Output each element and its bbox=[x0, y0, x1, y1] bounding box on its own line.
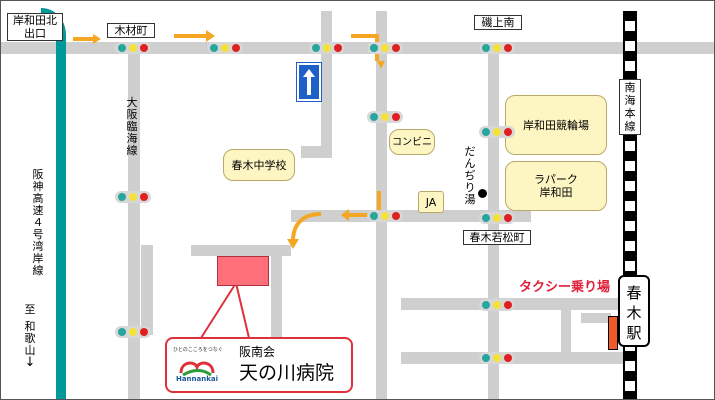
osaka-rinkai-line-label: 大阪臨海線 bbox=[126, 96, 138, 157]
callout-line bbox=[200, 280, 250, 339]
road-bottom-east-west bbox=[401, 352, 631, 364]
traffic-signal-icon bbox=[479, 126, 515, 138]
road-south-east-west bbox=[401, 298, 631, 310]
traffic-signal-icon bbox=[367, 210, 403, 222]
road-school-side bbox=[301, 146, 332, 158]
hospital-building bbox=[217, 256, 269, 286]
exit-label-line1: 岸和田北 bbox=[13, 14, 57, 27]
traffic-signal-icon bbox=[115, 191, 151, 203]
hospital-callout: ひとのこころをつなぐ Hannankai 阪南会 天の川病院 bbox=[165, 337, 353, 393]
isogami-minami-label: 磯上南 bbox=[474, 15, 522, 30]
kishiwada-kita-exit-label: 岸和田北 出口 bbox=[7, 13, 63, 41]
hospital-org-label: 阪南会 bbox=[239, 345, 276, 359]
hanshin-expressway-road bbox=[56, 36, 66, 399]
lapark-line1: ラパーク bbox=[534, 173, 578, 186]
ja-building: JA bbox=[418, 191, 444, 213]
haruki-junior-high: 春木中学校 bbox=[223, 149, 295, 181]
logo-tagline: ひとのこころをつなぐ bbox=[173, 347, 223, 353]
road-station-side bbox=[561, 301, 571, 356]
route-arrow-6-head bbox=[287, 239, 299, 249]
route-arrow-5 bbox=[341, 209, 383, 221]
traffic-signal-icon bbox=[479, 212, 515, 224]
haruki-station-label: 春木駅 bbox=[618, 275, 650, 347]
danjiri-yu-label: だんぢり湯 bbox=[464, 145, 476, 206]
yama-label: 山 bbox=[24, 344, 36, 357]
wa-label: 和 bbox=[24, 320, 36, 333]
road-station-access bbox=[581, 313, 611, 323]
one-way-arrow-icon bbox=[296, 62, 322, 102]
traffic-signal-icon bbox=[367, 111, 403, 123]
route-arrow-1 bbox=[73, 34, 101, 44]
road-hospital-east bbox=[271, 245, 282, 345]
route-arrow-icon bbox=[73, 30, 385, 249]
traffic-signal-icon bbox=[367, 42, 403, 54]
bath-dot-icon bbox=[478, 189, 487, 198]
route-arrow-6 bbox=[291, 212, 322, 242]
road-hospital-north bbox=[191, 245, 291, 256]
kizaimachi-label: 木材町 bbox=[107, 23, 155, 38]
road-central-north-2 bbox=[376, 11, 387, 399]
down-arrow-icon: ↓ bbox=[24, 355, 36, 370]
lapark-kishiwada: ラパーク 岸和田 bbox=[505, 161, 607, 211]
taxi-stand-label: タクシー乗り場 bbox=[519, 280, 611, 295]
to-wakayama-label: 至 和 歌 山 ↓ bbox=[23, 303, 37, 370]
road-hospital-west bbox=[141, 245, 153, 335]
lapark-line2: 岸和田 bbox=[539, 186, 573, 199]
to-label: 至 bbox=[24, 303, 36, 316]
ka-label: 歌 bbox=[24, 332, 36, 345]
exit-label-line2: 出口 bbox=[24, 27, 46, 40]
taxi-stand-marker bbox=[608, 316, 618, 350]
traffic-signal-icon bbox=[309, 42, 345, 54]
haruki-wakamatsu-label: 春木若松町 bbox=[463, 230, 531, 245]
route-arrow-2 bbox=[174, 30, 215, 42]
traffic-signal-icon bbox=[479, 299, 515, 311]
road-central-north bbox=[321, 11, 332, 156]
traffic-signal-icon bbox=[479, 42, 515, 54]
hannankai-logo-icon: ひとのこころをつなぐ Hannankai bbox=[173, 347, 223, 387]
convenience-store: コンビニ bbox=[389, 129, 435, 155]
nankai-line-label: 南海本線 bbox=[619, 79, 641, 135]
road-main-east-west bbox=[1, 42, 714, 54]
traffic-signal-icon bbox=[115, 326, 151, 338]
hospital-name-label: 天の川病院 bbox=[239, 362, 335, 384]
traffic-signal-icon bbox=[207, 42, 243, 54]
kishiwada-keirin: 岸和田競輪場 bbox=[505, 95, 607, 155]
traffic-signal-icon bbox=[115, 42, 151, 54]
logo-text: Hannankai bbox=[175, 375, 219, 383]
traffic-signal-icon bbox=[479, 352, 515, 364]
road-osaka-rinkai bbox=[128, 42, 140, 399]
